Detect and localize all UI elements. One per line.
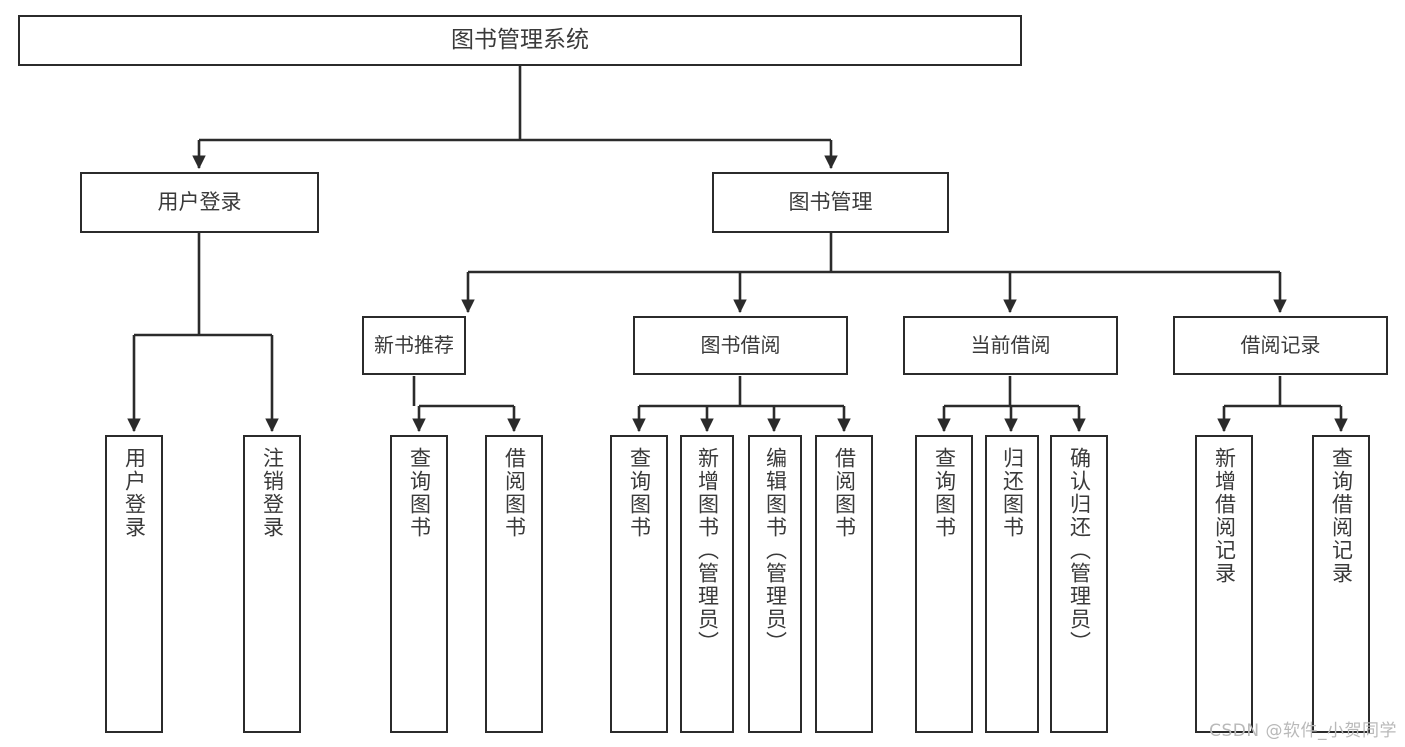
csdn-watermark: CSDN @软件_小贺同学	[1209, 721, 1397, 741]
node-leaf-add-borrow-record[interactable]: 新增借阅记录	[1195, 435, 1253, 733]
node-borrow-record-label: 借阅记录	[1240, 333, 1321, 358]
node-leaf-query-borrow-record-label: 查询借阅记录	[1329, 447, 1354, 585]
node-leaf-edit-book-admin[interactable]: 编辑图书（管理员）	[748, 435, 802, 733]
node-leaf-logout-login-label: 注销登录	[260, 447, 285, 539]
node-leaf-borrow-book-1-label: 借阅图书	[502, 447, 527, 539]
node-leaf-query-borrow-record[interactable]: 查询借阅记录	[1312, 435, 1370, 733]
node-leaf-confirm-return-admin-label: 确认归还（管理员）	[1067, 447, 1092, 654]
node-leaf-edit-book-admin-label: 编辑图书（管理员）	[763, 447, 788, 654]
node-leaf-borrow-book-2-label: 借阅图书	[832, 447, 857, 539]
node-leaf-return-book[interactable]: 归还图书	[985, 435, 1039, 733]
node-book-manage-label: 图书管理	[788, 189, 873, 214]
node-leaf-add-book-admin-label: 新增图书（管理员）	[695, 447, 720, 654]
node-leaf-user-login-label: 用户登录	[122, 447, 147, 539]
node-leaf-add-borrow-record-label: 新增借阅记录	[1212, 447, 1237, 585]
node-borrow-record[interactable]: 借阅记录	[1173, 316, 1388, 375]
node-book-borrow[interactable]: 图书借阅	[633, 316, 848, 375]
node-root[interactable]: 图书管理系统	[18, 15, 1022, 66]
node-root-label: 图书管理系统	[451, 26, 589, 53]
node-user-login[interactable]: 用户登录	[80, 172, 319, 233]
node-leaf-add-book-admin[interactable]: 新增图书（管理员）	[680, 435, 734, 733]
node-leaf-query-book-1-label: 查询图书	[407, 447, 432, 539]
node-leaf-borrow-book-2[interactable]: 借阅图书	[815, 435, 873, 733]
node-leaf-query-book-2[interactable]: 查询图书	[610, 435, 668, 733]
node-leaf-borrow-book-1[interactable]: 借阅图书	[485, 435, 543, 733]
node-user-login-label: 用户登录	[157, 189, 242, 214]
node-new-book-rec[interactable]: 新书推荐	[362, 316, 466, 375]
node-new-book-rec-label: 新书推荐	[374, 333, 454, 358]
node-leaf-query-book-3-label: 查询图书	[932, 447, 957, 539]
node-leaf-logout-login[interactable]: 注销登录	[243, 435, 301, 733]
node-leaf-confirm-return-admin[interactable]: 确认归还（管理员）	[1050, 435, 1108, 733]
node-leaf-query-book-3[interactable]: 查询图书	[915, 435, 973, 733]
node-book-borrow-label: 图书借阅	[700, 333, 781, 358]
node-leaf-return-book-label: 归还图书	[1000, 447, 1025, 539]
node-leaf-query-book-1[interactable]: 查询图书	[390, 435, 448, 733]
node-current-borrow[interactable]: 当前借阅	[903, 316, 1118, 375]
node-leaf-user-login[interactable]: 用户登录	[105, 435, 163, 733]
node-leaf-query-book-2-label: 查询图书	[627, 447, 652, 539]
node-current-borrow-label: 当前借阅	[970, 333, 1051, 358]
node-book-manage[interactable]: 图书管理	[712, 172, 949, 233]
